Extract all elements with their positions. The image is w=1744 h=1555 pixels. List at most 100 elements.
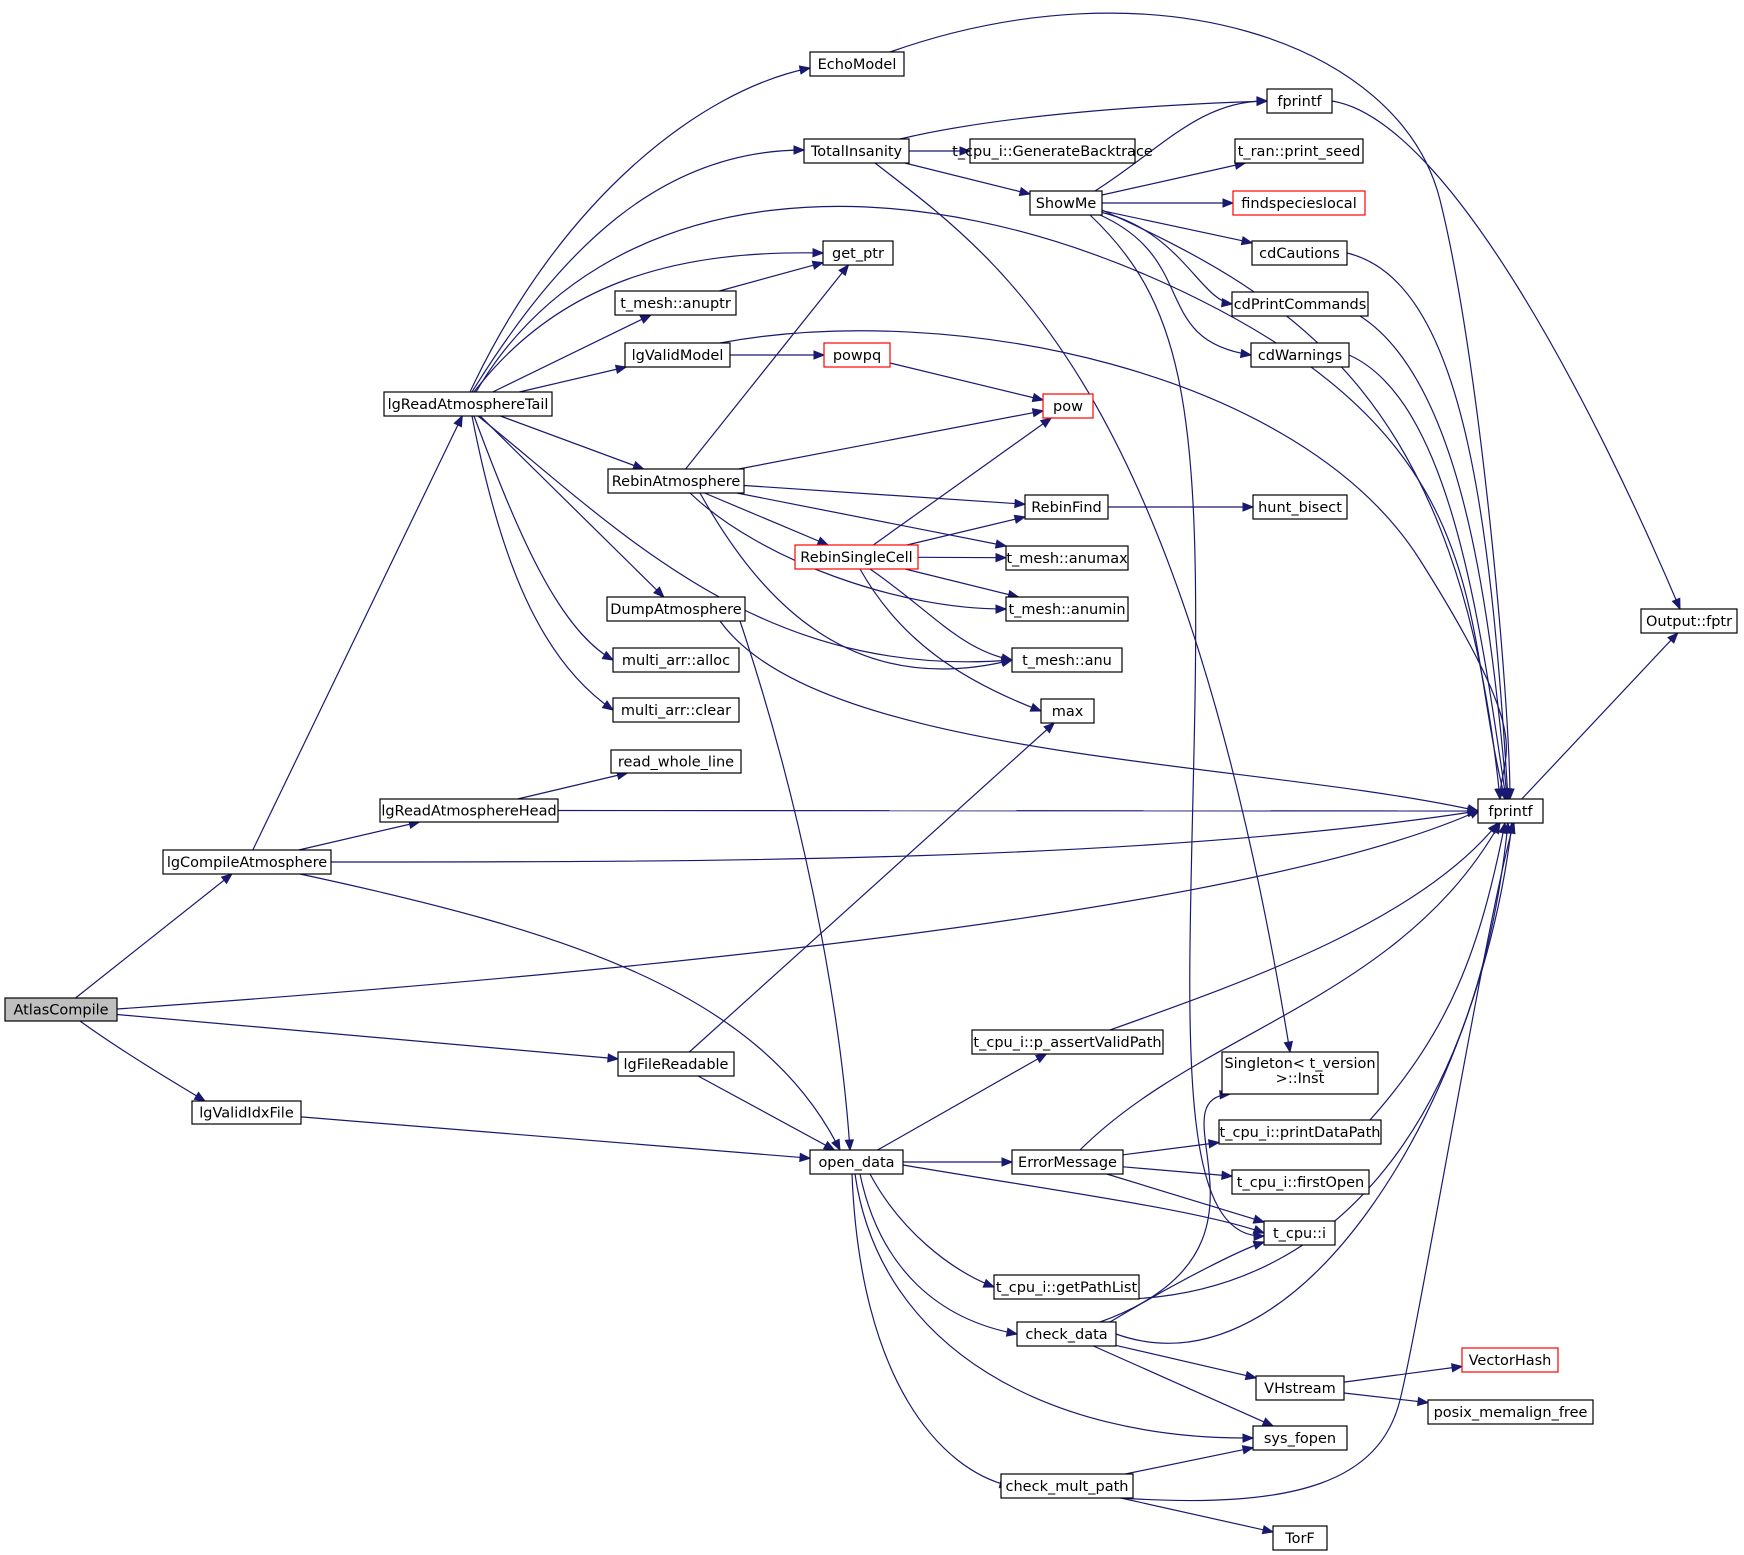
edge-powpq-to-pow	[889, 362, 1044, 401]
node-anumax[interactable]: t_mesh::anumax	[1005, 545, 1129, 571]
node-box	[809, 51, 905, 77]
node-lgreadatmospheretail[interactable]: lgReadAtmosphereTail	[383, 391, 553, 417]
node-rebinatmosphere[interactable]: RebinAtmosphere	[607, 468, 745, 494]
arrowhead-check_data-to-sys_fopen	[1261, 1417, 1275, 1427]
node-cdwarnings[interactable]: cdWarnings	[1250, 342, 1350, 368]
node-lgvalidmodel[interactable]: lgValidModel	[624, 342, 731, 368]
node-singleton[interactable]: Singleton< t_version>::Inst	[1221, 1051, 1379, 1095]
edge-RebinAtmosphere-to-get_ptr	[685, 264, 849, 470]
edge-check_data-to-fprintf_main	[1115, 822, 1513, 1344]
node-label: t_cpu_i::firstOpen	[1237, 1175, 1364, 1191]
arrowhead-DumpAtmosphere-to-fprintf_main	[1466, 804, 1480, 814]
arrowhead-check_mult_path-to-sys_fopen	[1241, 1445, 1255, 1455]
node-printdatapath[interactable]: t_cpu_i::printDataPath	[1218, 1119, 1382, 1145]
node-showme[interactable]: ShowMe	[1029, 190, 1103, 216]
node-posix-memalign-free[interactable]: posix_memalign_free	[1427, 1399, 1594, 1425]
node-label: t_mesh::anumin	[1008, 602, 1125, 618]
edge-open_data-to-check_data	[859, 1173, 1018, 1335]
node-label: t_cpu_i::GenerateBacktrace	[952, 144, 1153, 160]
node-vhstream[interactable]: VHstream	[1255, 1375, 1345, 1401]
node-cdprintcommands[interactable]: cdPrintCommands	[1231, 291, 1369, 317]
node-fprintf-main[interactable]: fprintf	[1477, 798, 1544, 824]
arrowhead-open_data-to-sys_fopen	[1242, 1433, 1255, 1443]
node-anu[interactable]: t_mesh::anu	[1011, 647, 1123, 673]
node-label: lgFileReadable	[624, 1057, 729, 1073]
arrowhead-lgReadAtmosphereTail-to-lgValidModel	[614, 364, 628, 375]
node-getpathlist[interactable]: t_cpu_i::getPathList	[993, 1274, 1140, 1300]
node-lgvalididxfile[interactable]: lgValidIdxFile	[191, 1100, 302, 1125]
node-lgcompileatmosphere[interactable]: lgCompileAtmosphere	[162, 849, 332, 875]
node-totalinsanity[interactable]: TotalInsanity	[803, 138, 910, 164]
edge-RebinAtmosphere-to-anumax	[736, 492, 1007, 547]
arrowhead-TotalInsanity-to-ShowMe	[1018, 186, 1032, 197]
arrowhead-open_data-to-t_cpu_i	[1252, 1224, 1266, 1234]
edge-lgReadAtmosphereTail-to-TotalInsanity	[471, 149, 805, 393]
edge-check_data-to-sys_fopen	[1093, 1345, 1274, 1427]
edge-cdCautions-to-fprintf_main	[1346, 252, 1509, 800]
node-get-ptr[interactable]: get_ptr	[822, 240, 894, 266]
edge-lgReadAtmosphereTail-to-alloc	[473, 415, 614, 661]
node-echomodel[interactable]: EchoModel	[809, 51, 905, 77]
node-alloc[interactable]: multi_arr::alloc	[612, 647, 740, 673]
node-t-cpu-i[interactable]: t_cpu::i	[1263, 1220, 1336, 1246]
node-sys-fopen[interactable]: sys_fopen	[1252, 1425, 1348, 1451]
edge-lgCompileAtmosphere-to-lgReadAtmosphereTail	[252, 415, 463, 851]
node-lgreadatmospherehead[interactable]: lgReadAtmosphereHead	[379, 798, 559, 823]
node-print-seed[interactable]: t_ran::print_seed	[1234, 138, 1364, 164]
arrowhead-ErrorMessage-to-fprintf_main	[1490, 821, 1501, 835]
node-vectorhash[interactable]: VectorHash	[1461, 1347, 1559, 1373]
node-label: ShowMe	[1036, 196, 1097, 212]
node-anuptr[interactable]: t_mesh::anuptr	[614, 290, 737, 316]
node-label: multi_arr::clear	[621, 703, 731, 719]
node-generatebacktrace[interactable]: t_cpu_i::GenerateBacktrace	[952, 138, 1153, 164]
node-clear[interactable]: multi_arr::clear	[612, 697, 740, 723]
node-atlascompile[interactable]: AtlasCompile	[4, 997, 118, 1022]
node-box	[1042, 393, 1094, 419]
node-anumin[interactable]: t_mesh::anumin	[1005, 596, 1129, 622]
node-pow[interactable]: pow	[1042, 393, 1094, 419]
node-hunt-bisect[interactable]: hunt_bisect	[1252, 494, 1348, 520]
node-read-whole-line[interactable]: read_whole_line	[610, 749, 742, 774]
node-max[interactable]: max	[1040, 698, 1095, 724]
node-firstopen[interactable]: t_cpu_i::firstOpen	[1231, 1169, 1370, 1195]
edge-AtlasCompile-to-lgFileReadable	[116, 1013, 619, 1060]
edge-open_data-to-check_mult_path	[851, 1173, 1011, 1487]
arrowhead-RebinSingleCell-to-anumax	[995, 552, 1008, 563]
edge-ShowMe-to-t_cpu_i	[1089, 214, 1265, 1237]
node-box	[971, 1029, 1164, 1055]
node-label: fprintf	[1277, 94, 1322, 110]
node-label: check_data	[1025, 1327, 1107, 1343]
node-check-data[interactable]: check_data	[1016, 1321, 1117, 1347]
edge-lgValidModel-to-fprintf_main	[719, 330, 1507, 800]
node-open-data[interactable]: open_data	[809, 1149, 904, 1175]
node-torf[interactable]: TorF	[1272, 1525, 1328, 1551]
edge-open_data-to-getPathList	[869, 1173, 995, 1288]
node-label: RebinFind	[1031, 500, 1101, 516]
node-rebinsinglecell[interactable]: RebinSingleCell	[794, 544, 919, 570]
node-lgfilereadable[interactable]: lgFileReadable	[617, 1051, 735, 1077]
node-p-assertvalidpath[interactable]: t_cpu_i::p_assertValidPath	[971, 1029, 1164, 1055]
node-dumpatmosphere[interactable]: DumpAtmosphere	[606, 596, 746, 622]
node-label: posix_memalign_free	[1434, 1405, 1588, 1421]
node-label: AtlasCompile	[13, 1003, 108, 1019]
node-findspecieslocal[interactable]: findspecieslocal	[1232, 190, 1366, 216]
node-label: t_cpu_i::printDataPath	[1220, 1125, 1381, 1141]
node-box	[607, 468, 745, 494]
edge-lgReadAtmosphereTail-to-lgValidModel	[519, 366, 627, 393]
edge-lgCompileAtmosphere-to-open_data	[299, 873, 841, 1151]
node-powpq[interactable]: powpq	[823, 342, 891, 368]
arrowhead-fprintf_top-to-Output_fptr	[1671, 597, 1681, 611]
node-errormessage[interactable]: ErrorMessage	[1011, 1149, 1124, 1175]
node-label: fprintf	[1488, 804, 1533, 820]
node-box	[822, 240, 894, 266]
node-fprintf-top[interactable]: fprintf	[1266, 88, 1333, 114]
node-check-mult-path[interactable]: check_mult_path	[1000, 1473, 1134, 1499]
arrowhead-ErrorMessage-to-t_cpu_i	[1252, 1214, 1266, 1224]
node-label: ErrorMessage	[1018, 1155, 1117, 1171]
node-box	[1250, 342, 1350, 368]
edge-check_data-to-Singleton	[1099, 1093, 1231, 1323]
node-output-fptr[interactable]: Output::fptr	[1640, 608, 1738, 634]
node-cdcautions[interactable]: cdCautions	[1251, 240, 1348, 266]
node-rebinfind[interactable]: RebinFind	[1024, 494, 1109, 520]
